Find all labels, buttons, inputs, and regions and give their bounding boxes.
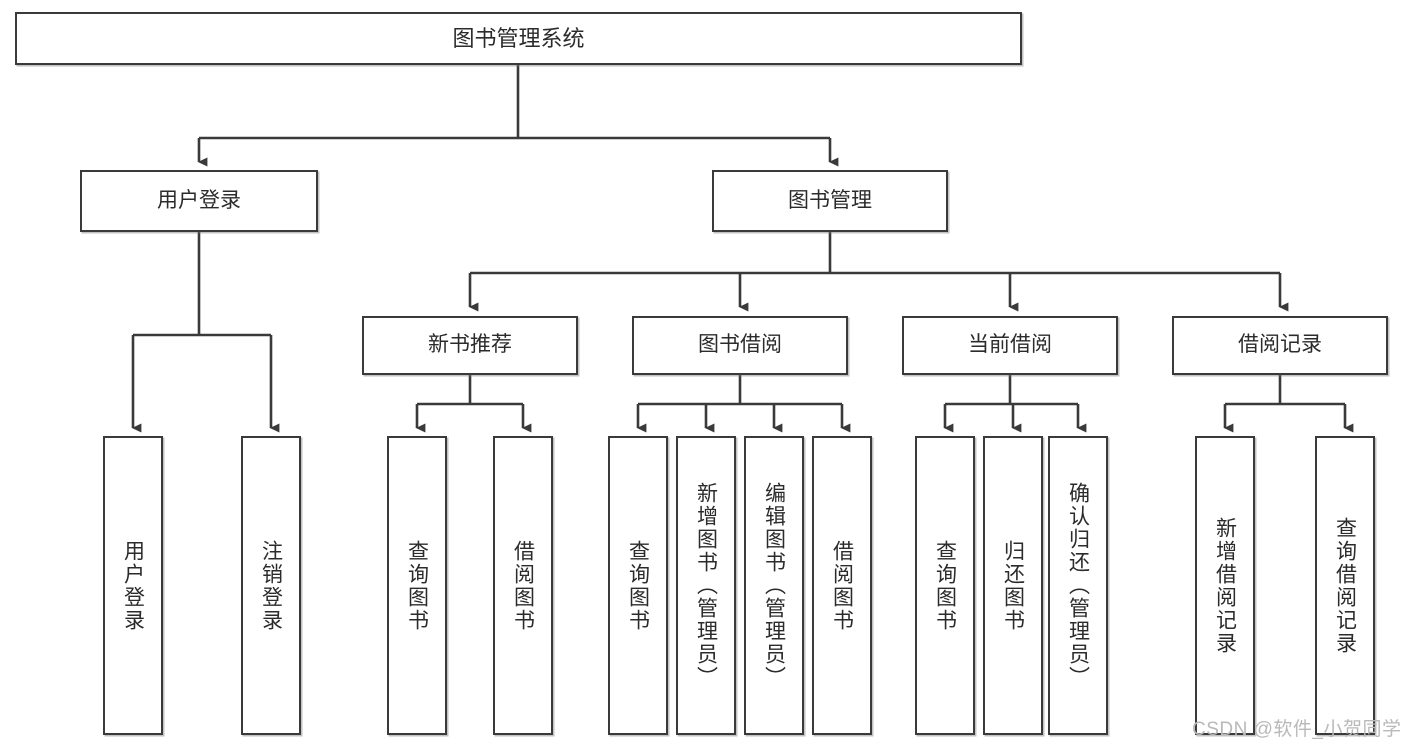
leaf-book-borrow-borrow[interactable]: 借阅图书 bbox=[812, 436, 872, 735]
leaf-new-book-query[interactable]: 查询图书 bbox=[387, 436, 447, 735]
node-label: 当前借阅 bbox=[968, 333, 1052, 357]
node-label: 编辑图书（管理员） bbox=[762, 482, 786, 689]
node-label: 注销登录 bbox=[259, 539, 283, 632]
leaf-user-login-logout[interactable]: 注销登录 bbox=[241, 436, 301, 735]
leaf-user-login-login[interactable]: 用户登录 bbox=[103, 436, 163, 735]
node-label: 归还图书 bbox=[1001, 539, 1025, 632]
leaf-book-borrow-edit[interactable]: 编辑图书（管理员） bbox=[744, 436, 804, 735]
node-label: 新增图书（管理员） bbox=[694, 482, 718, 689]
node-borrow-record[interactable]: 借阅记录 bbox=[1172, 316, 1388, 375]
leaf-current-borrow-query[interactable]: 查询图书 bbox=[915, 436, 975, 735]
node-book-borrow[interactable]: 图书借阅 bbox=[632, 316, 848, 375]
node-book-management[interactable]: 图书管理 bbox=[712, 170, 948, 232]
node-current-borrow[interactable]: 当前借阅 bbox=[902, 316, 1118, 375]
leaf-current-borrow-confirm-return[interactable]: 确认归还（管理员） bbox=[1048, 436, 1108, 735]
leaf-current-borrow-return[interactable]: 归还图书 bbox=[983, 436, 1043, 735]
leaf-borrow-record-query[interactable]: 查询借阅记录 bbox=[1315, 436, 1375, 735]
node-label: 新书推荐 bbox=[428, 333, 512, 357]
node-label: 借阅记录 bbox=[1238, 333, 1322, 357]
node-label: 图书管理 bbox=[788, 188, 872, 212]
node-new-book-recommend[interactable]: 新书推荐 bbox=[362, 316, 578, 375]
node-root-system[interactable]: 图书管理系统 bbox=[15, 12, 1022, 65]
node-label: 查询图书 bbox=[626, 539, 650, 632]
node-label: 查询图书 bbox=[405, 539, 429, 632]
leaf-new-book-borrow[interactable]: 借阅图书 bbox=[493, 436, 553, 735]
node-label: 查询图书 bbox=[933, 539, 957, 632]
node-label: 用户登录 bbox=[157, 188, 241, 212]
leaf-book-borrow-query[interactable]: 查询图书 bbox=[608, 436, 668, 735]
node-label: 用户登录 bbox=[121, 539, 145, 632]
leaf-book-borrow-add[interactable]: 新增图书（管理员） bbox=[676, 436, 736, 735]
node-label: 借阅图书 bbox=[511, 539, 535, 632]
node-label: 确认归还（管理员） bbox=[1066, 482, 1090, 689]
node-user-login[interactable]: 用户登录 bbox=[80, 170, 318, 232]
leaf-borrow-record-add[interactable]: 新增借阅记录 bbox=[1195, 436, 1255, 735]
watermark: CSDN @软件_小贺同学 bbox=[1192, 719, 1402, 740]
node-label: 图书借阅 bbox=[698, 333, 782, 357]
node-label: 借阅图书 bbox=[830, 539, 854, 632]
node-label: 新增借阅记录 bbox=[1213, 516, 1237, 655]
node-label: 查询借阅记录 bbox=[1333, 516, 1357, 655]
node-label: 图书管理系统 bbox=[452, 25, 585, 51]
